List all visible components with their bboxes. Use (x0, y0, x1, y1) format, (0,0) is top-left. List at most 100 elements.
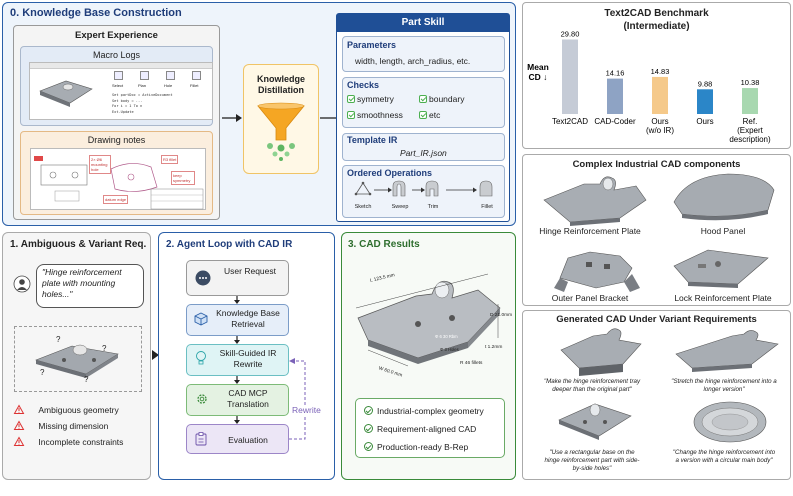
dim-label: Φ 3 Holes (440, 347, 459, 352)
ambiguous-part-render (35, 344, 119, 378)
dim-label: Φ 6 30 Rbm (435, 334, 458, 339)
bar-value-label: 9.88 (698, 79, 713, 88)
macro-code-line: For i = 1 To n (112, 104, 143, 108)
component-label: Hinge Reinforcement Plate (539, 226, 641, 236)
request-text: "Hinge reinforcement plate with mounting… (42, 267, 122, 299)
macro-step-label: Select (112, 83, 124, 88)
knowledge-distillation-title: Knowledge Distillation (256, 74, 305, 95)
variant-longer-render (675, 330, 779, 372)
question-mark: ? (56, 335, 61, 344)
part-skill-header (337, 14, 509, 32)
macro-step-icon (192, 71, 201, 80)
complex-panel (522, 154, 791, 306)
section-title-ambiguous: 1. Ambiguous & Variant Req. (10, 239, 147, 250)
check-label: boundary (429, 94, 465, 104)
clipboard-icon (195, 432, 207, 446)
category-label: Text2CAD (552, 117, 588, 126)
check-item: boundary (419, 94, 464, 104)
step-label: CAD MCP Translation (227, 388, 269, 409)
arrow-expert-to-distill (222, 114, 242, 122)
macro-code: Set partDoc = ActiveDocument Set body = … (112, 93, 208, 118)
warning-label: Incomplete constraints (38, 437, 124, 447)
macro-step-icon (114, 71, 123, 80)
fillet-icon (479, 180, 493, 197)
checkmark-icon (419, 111, 427, 119)
results-box (355, 398, 505, 458)
template-ir-title: Template IR (347, 135, 398, 145)
check-circle-icon (364, 406, 373, 415)
macro-logs-title: Macro Logs (92, 50, 141, 60)
caption-line: longer version" (703, 386, 745, 393)
result-label: Production-ready B-Rep (377, 442, 469, 452)
macro-toolbar (30, 63, 212, 69)
lightbulb-icon (196, 351, 206, 365)
check-label: etc (429, 110, 441, 120)
dim-label: t 1.2mm (485, 345, 503, 350)
check-label: symmetry (357, 94, 394, 104)
checks-card (342, 77, 505, 128)
parameters-title: Parameters (347, 40, 397, 50)
op-label: Sketch (354, 204, 372, 210)
ordered-ops-card (342, 165, 505, 218)
step-label: User Request (224, 266, 276, 276)
warning-label: Missing dimension (38, 421, 109, 431)
component-label: Hood Panel (700, 226, 746, 236)
template-ir-card (342, 133, 505, 161)
warning-icon (13, 420, 25, 430)
category-label: CAD-Coder (594, 117, 636, 126)
lock-plate-render (673, 249, 769, 288)
ambiguous-part-frame (14, 326, 142, 392)
complex-title: Complex Industrial CAD components (572, 159, 741, 170)
question-mark: ? (102, 344, 107, 353)
check-item: symmetry (347, 94, 394, 104)
variant-circular-render (693, 401, 767, 443)
cube-icon (194, 312, 208, 326)
bar-value-label: 14.16 (606, 69, 625, 78)
category-label: Ours(w/o IR) (646, 117, 674, 135)
bar-value-label: 29.80 (561, 30, 580, 39)
rewrite-loop-arrow (289, 358, 306, 440)
step-label: Evaluation (228, 435, 268, 445)
caption-line: by-side holes" (572, 465, 612, 472)
section-title-knowledge-base: 0. Knowledge Base Construction (10, 7, 182, 19)
variant-caption: "Change the hinge reinforcement into a v… (660, 449, 788, 465)
warning-item: Incomplete constraints (13, 436, 124, 447)
warning-label: Ambiguous geometry (38, 405, 119, 415)
user-icon (13, 275, 31, 293)
rewrite-label: Rewrite (291, 405, 322, 415)
bar (562, 39, 578, 114)
result-item: Industrial-complex geometry (364, 405, 484, 416)
bar-value-label: 10.38 (741, 78, 760, 87)
section-title-cad-results: 3. CAD Results (348, 239, 420, 250)
op-label: Trim (427, 204, 439, 210)
drawing-sketch (34, 156, 204, 210)
drawing-note: R3 fillet (161, 155, 179, 164)
ordered-ops-title: Ordered Operations (347, 168, 433, 178)
checkmark-icon (347, 111, 355, 119)
dim-label: D 21.0mm (490, 313, 513, 318)
op-label: Sweep (391, 204, 409, 210)
caption-line: "Change the hinge reinforcement into (672, 449, 776, 456)
sketch-icon (354, 181, 372, 196)
macro-step-label: Fillet (190, 83, 199, 88)
gear-icon (197, 394, 207, 404)
expert-experience-title: Expert Experience (75, 30, 158, 41)
parameters-card (342, 36, 505, 72)
macro-code-line: Set partDoc = ActiveDocument (112, 93, 173, 97)
flow-arrows (234, 296, 240, 424)
result-item: Production-ready B-Rep (364, 441, 468, 452)
check-item: etc (419, 110, 440, 120)
drawing-note: 2× Ø6 mounting hole (89, 155, 111, 174)
benchmark-subtitle: (Intermediate) (623, 21, 690, 32)
variant-deeper-render (560, 328, 642, 376)
component-label: Lock Reinforcement Plate (674, 293, 772, 303)
result-label: Requirement-aligned CAD (377, 424, 477, 434)
macro-part-render (39, 80, 93, 107)
bar (697, 89, 713, 114)
bar-value-label: 14.83 (651, 67, 670, 76)
warning-icon (13, 404, 25, 414)
category-label: Ours (696, 117, 713, 126)
macro-screenshot: Select Plan Hole Fillet Set partDoc = Ac… (29, 62, 213, 120)
